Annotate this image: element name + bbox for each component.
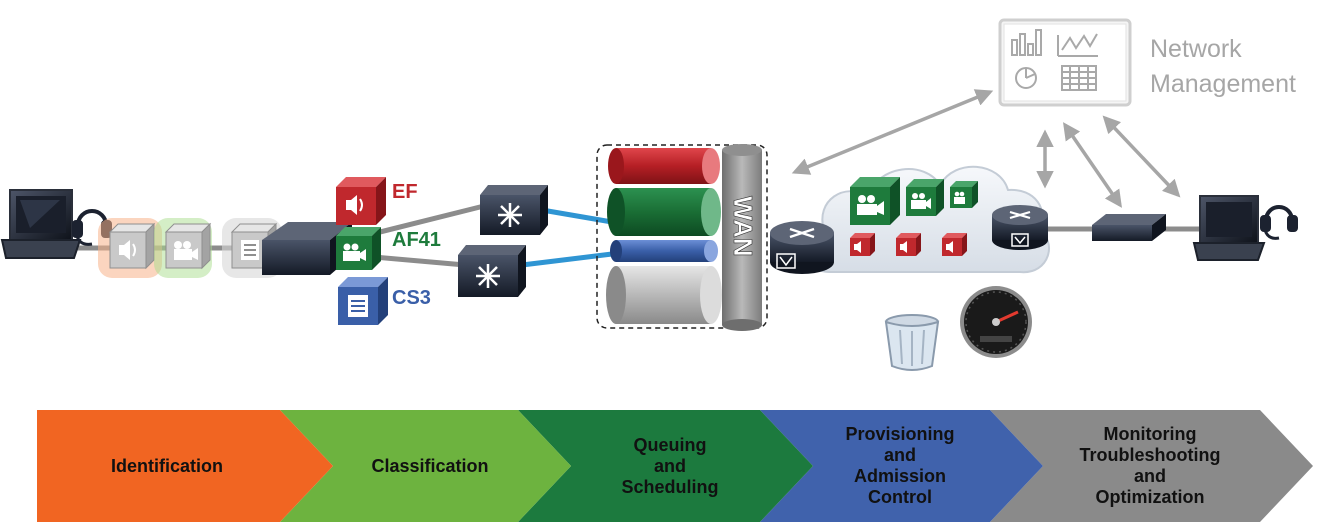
stage-provisioning-line-3: Admission	[853, 466, 946, 486]
stage-classification: Classification	[305, 410, 555, 522]
trash-icon	[884, 314, 940, 371]
stage-queuing-line-2: and	[653, 455, 686, 476]
video-packet-icon	[154, 218, 212, 278]
ef-queue	[608, 148, 720, 184]
ef-packet-icon	[336, 177, 386, 225]
af41-label: AF41	[392, 229, 441, 251]
headset-icon	[1260, 205, 1298, 240]
stage-provisioning: Provisioning and Admission Control	[800, 410, 1000, 522]
mgmt-arrow-to-wan-router	[791, 89, 994, 175]
cs3-queue	[610, 240, 718, 262]
stage-queuing: Queuing and Scheduling	[560, 410, 780, 522]
voice-packet-icon	[896, 233, 921, 256]
mgmt-arrow-to-laptop	[1102, 115, 1181, 198]
router-icon	[770, 221, 834, 274]
wan-pipe: WAN	[722, 144, 762, 331]
cloud-video-packets	[850, 177, 978, 225]
stage-queuing-line-1: Queuing	[633, 434, 707, 455]
router-icon	[992, 205, 1048, 250]
laptop-icon	[0, 189, 82, 259]
video-packet-icon	[950, 181, 978, 208]
cs3-label: CS3	[392, 287, 431, 309]
stage-provisioning-shape	[760, 410, 1043, 522]
cs3-packet-icon	[338, 277, 388, 325]
management-arrows	[791, 89, 1181, 208]
stage-monitoring: Monitoring Troubleshooting and Optimizat…	[1030, 410, 1270, 522]
stage-classification-shape	[280, 410, 571, 522]
stage-monitoring-line-1: Monitoring	[1103, 424, 1197, 444]
stage-provisioning-line-1: Provisioning	[845, 424, 955, 444]
distribution-switch-1	[480, 185, 548, 235]
dashboard-icon	[998, 18, 1132, 107]
gauge-icon	[960, 286, 1032, 358]
stage-identification-line: Identification	[111, 455, 223, 476]
voice-packet-icon	[98, 218, 162, 278]
stage-monitoring-line-3: and	[1133, 466, 1166, 486]
ef-label: EF	[392, 181, 418, 203]
stage-identification-shape	[37, 410, 333, 522]
stage-identification: Identification	[37, 410, 297, 522]
video-packet-icon	[850, 177, 900, 225]
laptop-icon	[1192, 195, 1266, 261]
default-queue	[606, 266, 722, 324]
wan-label: WAN	[728, 196, 758, 257]
distribution-switch-2	[458, 245, 526, 297]
queue-bundle	[596, 144, 768, 329]
stage-provisioning-line-2: and	[883, 445, 916, 465]
stage-queuing-shape	[518, 410, 813, 522]
stage-monitoring-shape	[990, 410, 1313, 522]
wan-link-1	[541, 207, 613, 225]
voice-packet-icon	[850, 233, 875, 256]
stage-provisioning-line-4: Control	[868, 487, 932, 507]
stage-classification-line: Classification	[371, 455, 489, 476]
af41-packet-icon	[336, 227, 381, 270]
stage-monitoring-line-4: Optimization	[1095, 487, 1205, 507]
cloud-voice-packets	[850, 233, 967, 256]
switch-icon	[1092, 214, 1166, 241]
network-management-line1: Network	[1150, 35, 1242, 63]
voice-packet-icon	[942, 233, 967, 256]
stage-queuing-line-3: Scheduling	[621, 476, 719, 497]
stage-monitoring-line-2: Troubleshooting	[1079, 445, 1221, 465]
af41-queue	[607, 188, 721, 236]
video-packet-icon	[906, 179, 944, 216]
network-management-line2: Management	[1150, 70, 1296, 98]
